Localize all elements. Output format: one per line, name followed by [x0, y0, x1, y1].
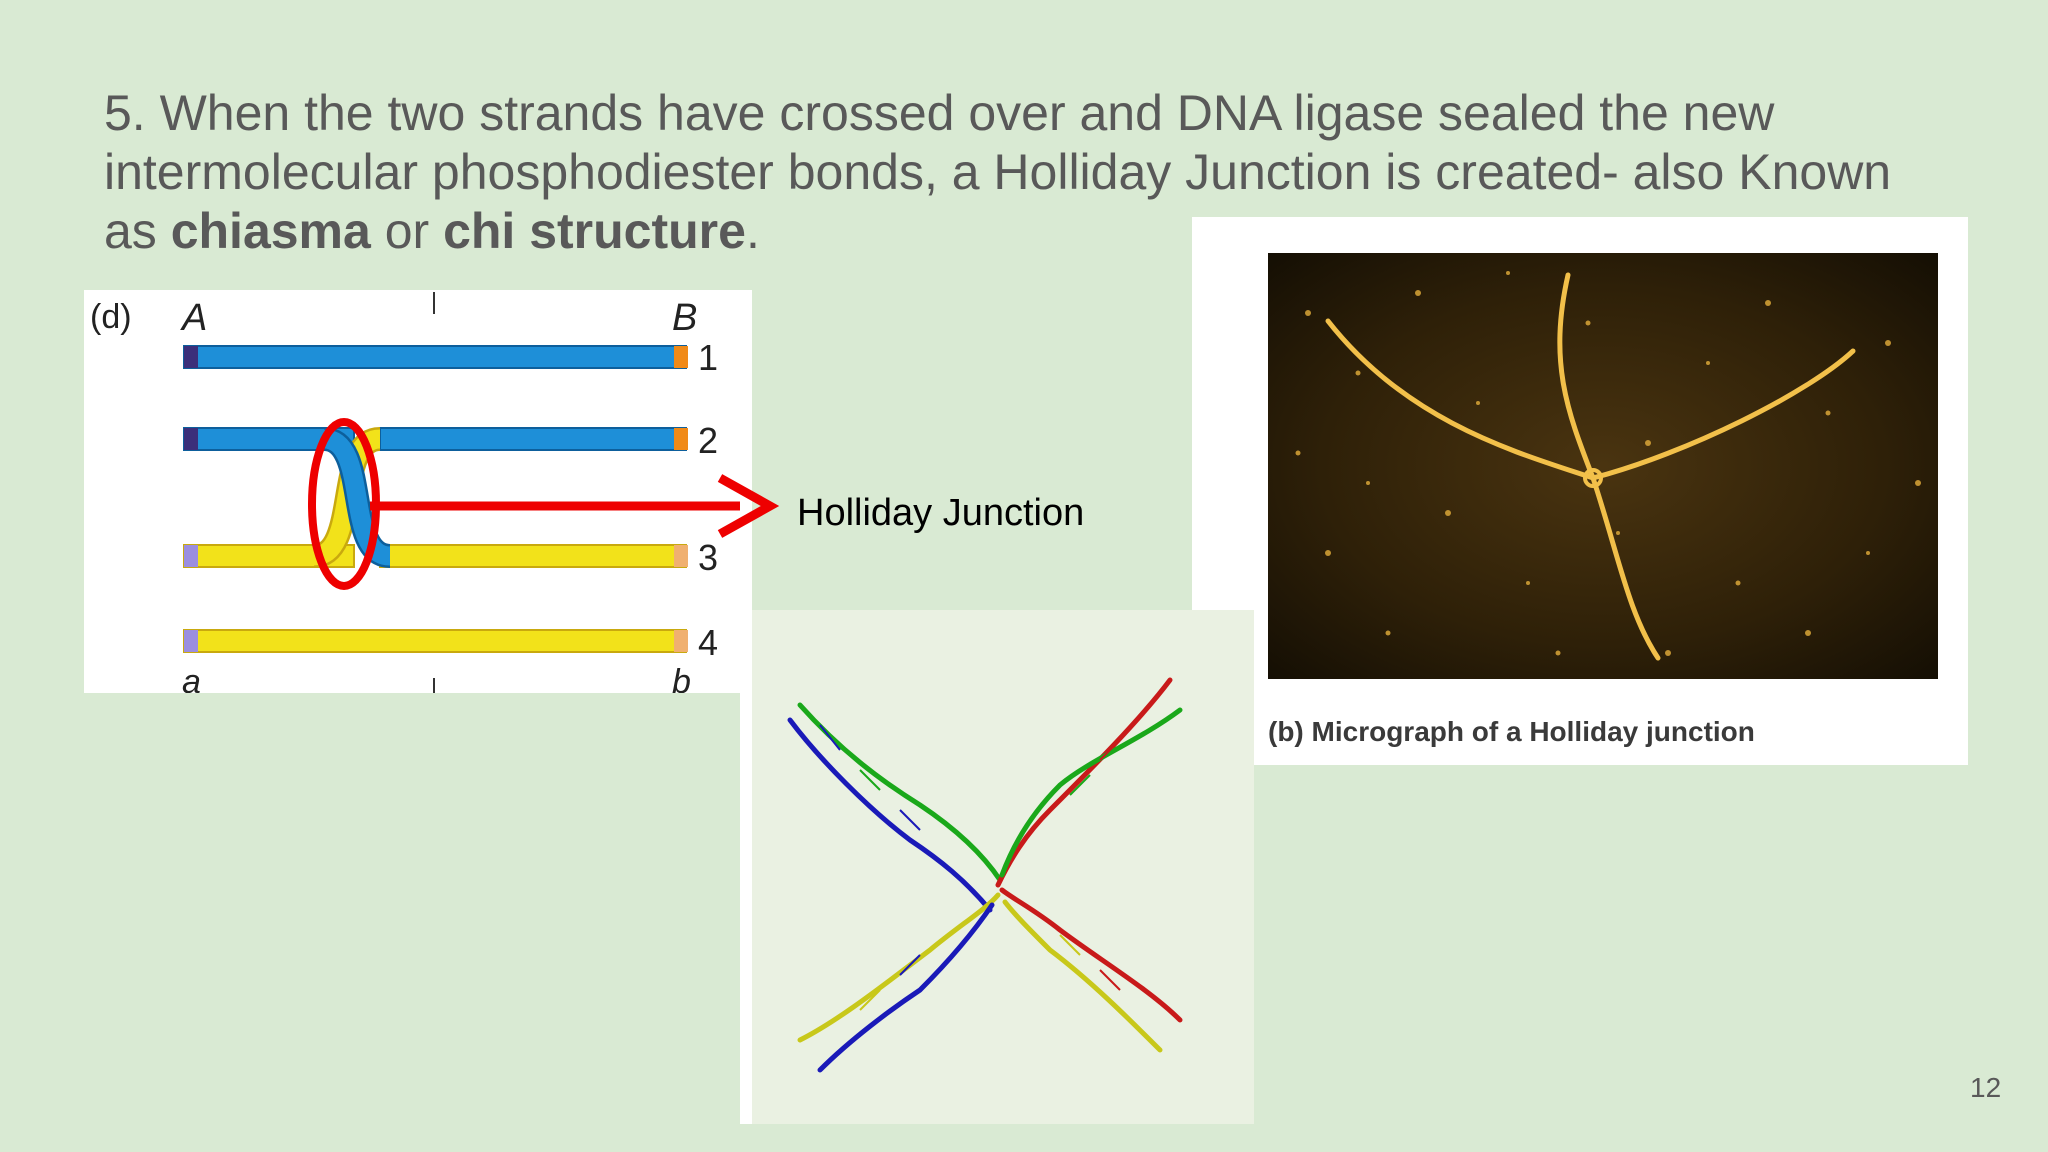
title-text-mid: or	[370, 203, 444, 259]
strand-4-right-cap	[674, 630, 688, 652]
strand-number-2: 2	[698, 420, 718, 461]
arrow-head	[717, 474, 780, 538]
micrograph-panel: (b) Micrograph of a Holliday junction	[1192, 217, 1968, 765]
strand-3-right-cap	[674, 545, 688, 567]
label-b: b	[672, 663, 691, 693]
strand-number-1: 1	[698, 337, 718, 378]
molecular-model-image	[752, 610, 1254, 1124]
label-A: A	[180, 297, 207, 339]
strand-number-4: 4	[698, 622, 718, 663]
junction-arms	[1325, 272, 1856, 661]
micrograph-background	[1268, 253, 1938, 679]
micrograph-caption: (b) Micrograph of a Holliday junction	[1268, 716, 1755, 747]
strand-number-3: 3	[698, 537, 718, 578]
label-B: B	[672, 297, 697, 339]
strand-1-left-cap	[184, 346, 198, 368]
micrograph-image	[1268, 253, 1938, 679]
title-text-suffix: .	[745, 203, 760, 259]
micrograph-speckles	[1295, 271, 1921, 656]
crossover-blue	[322, 429, 392, 566]
strand-3-right	[379, 544, 687, 568]
strand-diagram-figure: (d) A B a b 1 2 3	[90, 292, 718, 693]
title-term-chi-structure: chi structure	[443, 203, 746, 259]
junction-arrow	[370, 474, 780, 538]
molecular-model-panel	[740, 610, 1254, 1124]
strand-1-right-cap	[674, 346, 688, 368]
junction-center	[1583, 468, 1603, 488]
strand-4	[183, 629, 687, 653]
strand-2-right-cap	[674, 428, 688, 450]
strand-4-left-cap	[184, 630, 198, 652]
helix-arms	[787, 677, 1183, 1073]
base-pair-rungs	[819, 724, 1121, 1011]
panel-label: (d)	[90, 298, 132, 336]
strand-3-left-cap	[184, 545, 198, 567]
title-term-chiasma: chiasma	[170, 203, 371, 259]
label-a: a	[182, 663, 201, 693]
strand-2-right	[379, 427, 687, 451]
title-text-prefix: 5. When the two strands have crossed ove…	[104, 85, 1892, 259]
page-number: 12	[1970, 1072, 2002, 1103]
slide-title: 5. When the two strands have crossed ove…	[104, 84, 1904, 261]
strand-1	[183, 345, 687, 369]
holliday-junction-label: Holliday Junction	[797, 492, 1085, 534]
strand-2-left-cap	[184, 428, 198, 450]
strand-diagram: (d) A B a b 1 2 3	[84, 290, 752, 693]
